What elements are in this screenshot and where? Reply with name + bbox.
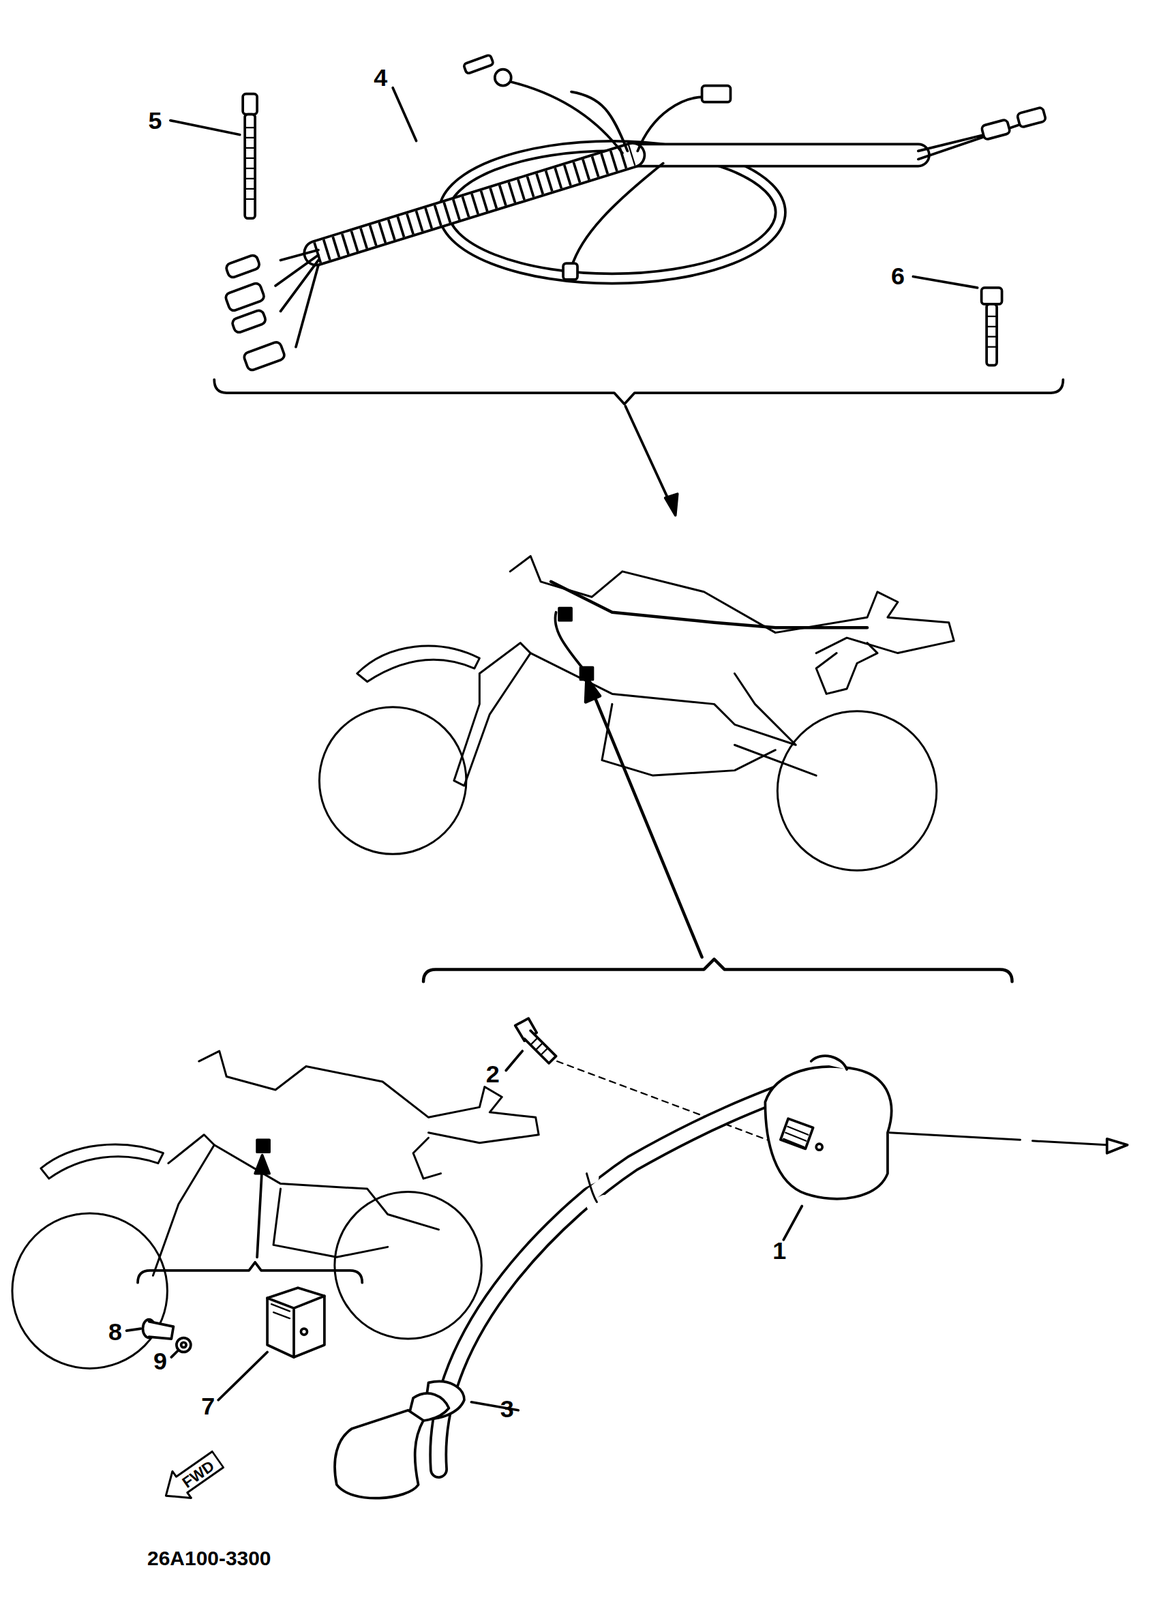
bolt [143, 1319, 174, 1339]
callout-number: 6 [891, 264, 905, 290]
leader-line [218, 1351, 268, 1399]
leader-line [783, 1206, 802, 1240]
callout-number: 3 [500, 1396, 515, 1421]
callout-number: 1 [772, 1238, 787, 1263]
bolt [515, 1017, 557, 1063]
location-mark [257, 1139, 270, 1152]
motorcycle-outline [12, 1050, 539, 1368]
spark-plug-cap [334, 1380, 465, 1498]
callout-number: 2 [486, 1062, 500, 1087]
drawing-code: 26A100-3300 [147, 1547, 271, 1569]
washer [176, 1337, 191, 1352]
group-bracket [214, 379, 1063, 405]
callout-number: 4 [373, 65, 388, 90]
leader-line [171, 1350, 178, 1357]
callout-number: 7 [201, 1393, 215, 1419]
callout-number: 9 [153, 1348, 168, 1374]
pointer-arrow [254, 1154, 270, 1258]
motorcycle-outline [319, 555, 954, 870]
direction-arrow: FWD [154, 1443, 229, 1511]
callout-number: 5 [147, 108, 162, 133]
pointer-arrow [625, 405, 677, 515]
leader-line [170, 120, 240, 135]
cable-tie [981, 287, 1003, 366]
group-bracket [137, 1261, 363, 1283]
ignition-coil [438, 1055, 1128, 1469]
group-bracket [423, 958, 1012, 982]
cdi-unit [267, 1287, 325, 1357]
leader-line [126, 1328, 142, 1331]
callout-number: 8 [108, 1319, 123, 1344]
leader-line [912, 276, 977, 288]
leader-line [505, 1050, 523, 1070]
location-mark [559, 608, 572, 621]
leader-line [392, 87, 416, 142]
pointer-arrow [585, 676, 703, 957]
harness-route [550, 581, 868, 628]
wire-harness [224, 54, 1046, 371]
cable-tie [242, 94, 258, 219]
